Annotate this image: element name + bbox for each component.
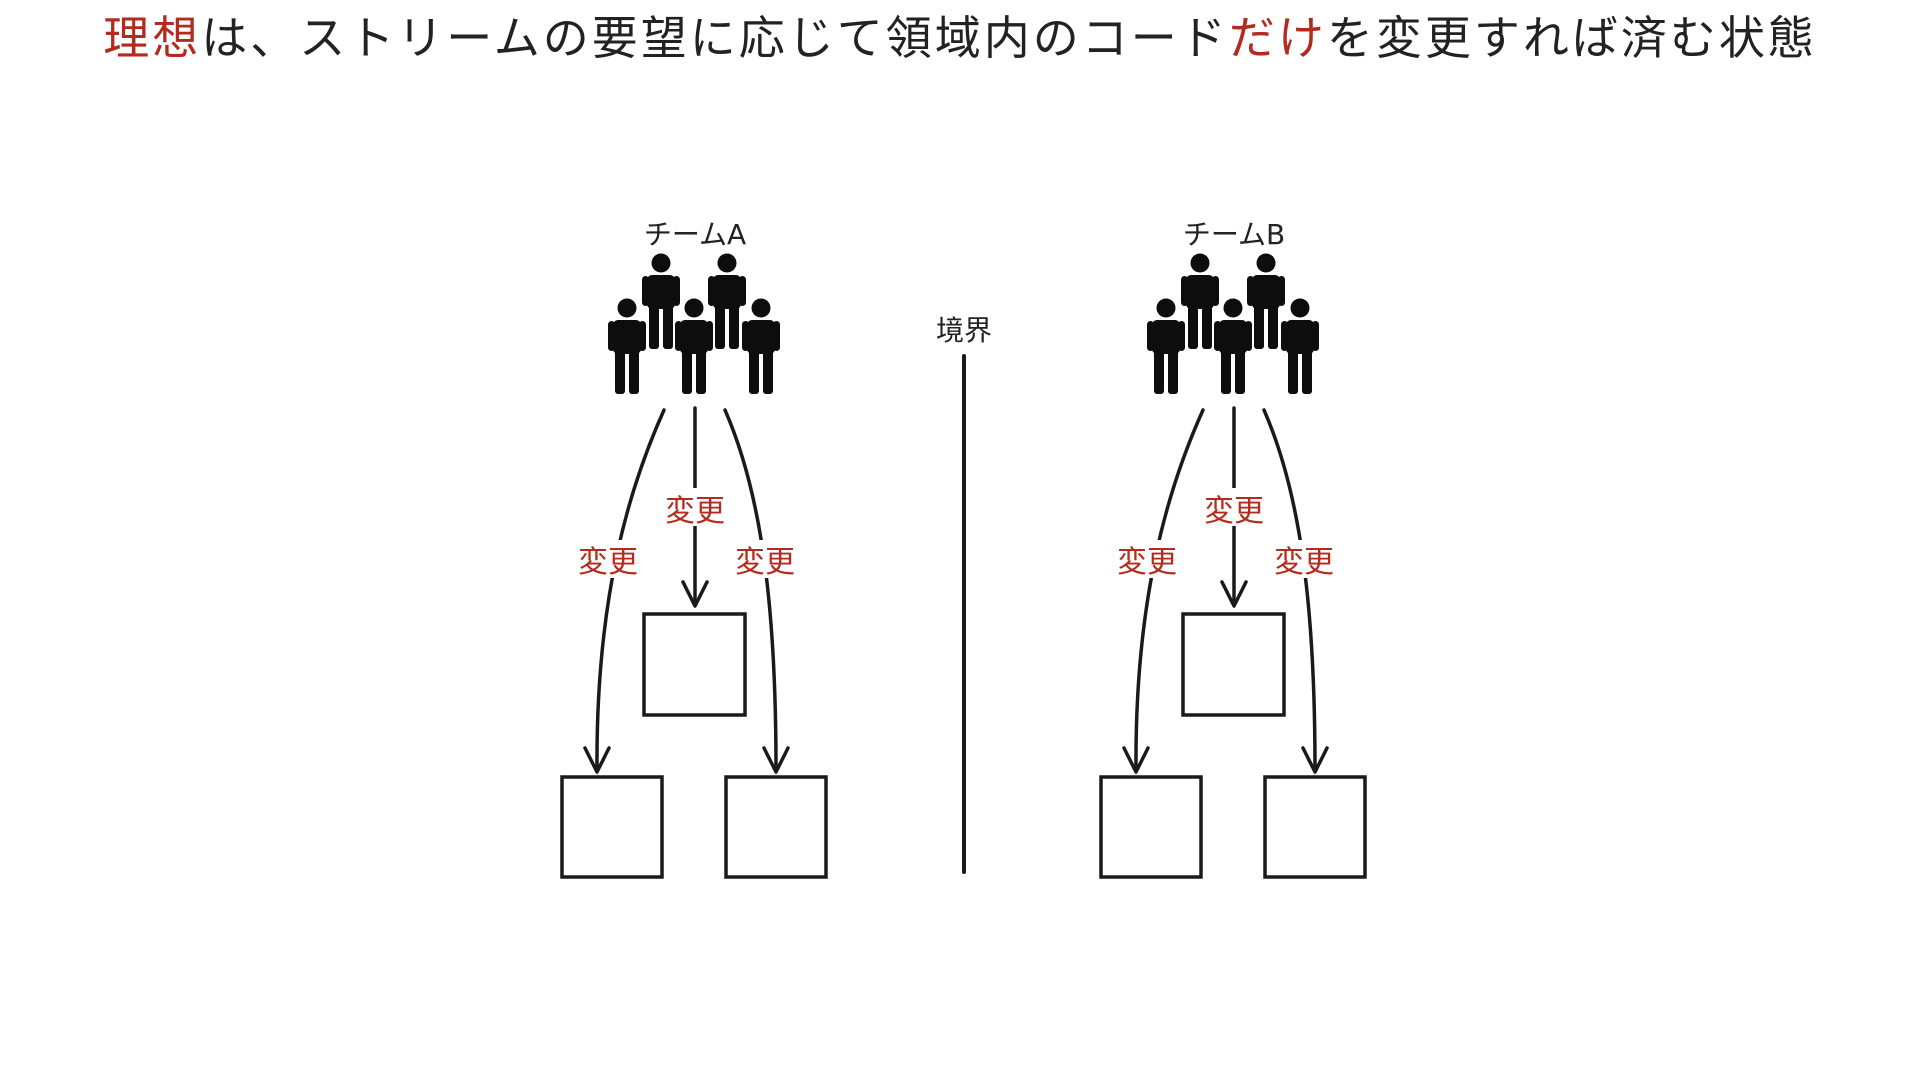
title-text-middle: は、ストリームの要望に応じて領域内のコード: [201, 11, 1229, 65]
code-area: [1099, 775, 1203, 879]
change-label: 変更: [735, 545, 795, 580]
person-icon: [1281, 298, 1319, 394]
person-icon: [1147, 298, 1185, 394]
person-icon: [708, 253, 746, 349]
person-icon: [608, 298, 646, 394]
team-a: チームA 変更 変更 変更: [560, 218, 828, 879]
change-label: 変更: [1204, 494, 1264, 529]
person-icon: [675, 298, 713, 394]
arrow-head: [583, 746, 611, 774]
boundary-label: 境界: [936, 314, 992, 347]
person-icon: [1181, 253, 1219, 349]
arrow-head: [762, 746, 790, 774]
team-b-members: [1147, 253, 1319, 394]
change-label: 変更: [578, 545, 638, 580]
team-b-label: チームB: [1183, 218, 1285, 251]
code-area: [1181, 612, 1286, 717]
code-area: [1263, 775, 1367, 879]
change-label: 変更: [1274, 545, 1334, 580]
slide-title: 理想は、ストリームの要望に応じて領域内のコードだけを変更すれば済む状態: [0, 6, 1920, 70]
person-icon: [1247, 253, 1285, 349]
team-b: チームB 変更 変更 変更: [1099, 218, 1367, 879]
person-icon: [642, 253, 680, 349]
change-label: 変更: [1117, 545, 1177, 580]
person-icon: [1214, 298, 1252, 394]
team-a-label: チームA: [644, 218, 746, 251]
arrow-head: [1301, 746, 1329, 774]
title-accent-ideal: 理想: [103, 11, 202, 65]
boundary: 境界: [936, 314, 992, 874]
change-label: 変更: [665, 494, 725, 529]
person-icon: [742, 298, 780, 394]
arrow-head: [1122, 746, 1150, 774]
code-area: [724, 775, 828, 879]
team-a-members: [608, 253, 780, 394]
title-accent-only: だけ: [1228, 11, 1327, 65]
arrow-head: [681, 580, 709, 608]
code-area: [560, 775, 664, 879]
arrow-head: [1220, 580, 1248, 608]
code-area: [642, 612, 747, 717]
title-text-end: を変更すれば済む状態: [1326, 11, 1817, 65]
